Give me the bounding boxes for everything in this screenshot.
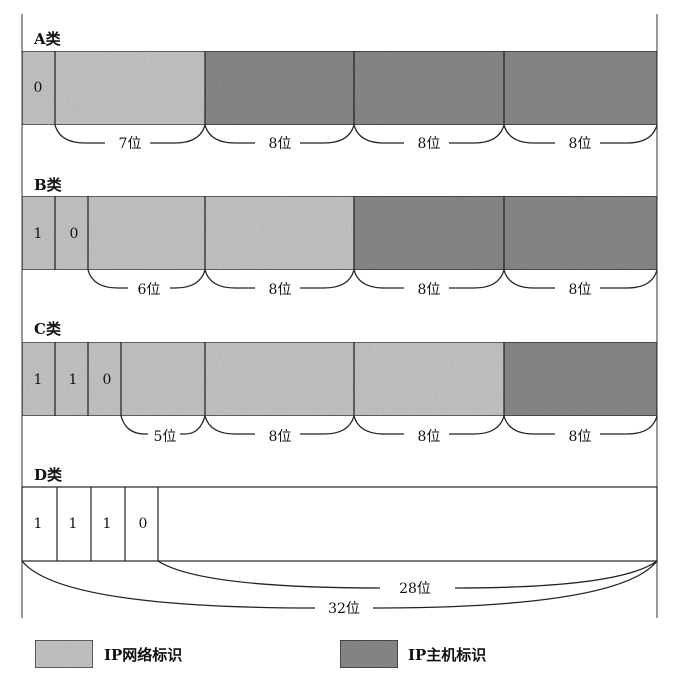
class-b-brace: [353, 269, 505, 289]
class-c-brace-label: 8位: [569, 429, 592, 445]
legend-host-label: IP主机标识: [408, 646, 486, 664]
class-a-network-block: [54, 50, 206, 126]
class-d-brace-32: [21, 560, 658, 609]
class-c-label: C类: [34, 320, 62, 338]
class-d-label: D类: [34, 466, 63, 484]
class-c-brace-label: 5位: [154, 429, 177, 445]
class-c-row: C类 1 1 0 5位 8位 8位 8位: [21, 320, 658, 445]
class-b-network-block: [204, 195, 355, 271]
class-b-label: B类: [34, 176, 63, 194]
class-a-brace-label: 7位: [119, 136, 142, 152]
class-c-host-block: [503, 341, 658, 417]
class-c-brace: [353, 415, 505, 435]
class-b-brace-label: 8位: [569, 282, 592, 298]
class-b-bit-cell: [54, 195, 89, 271]
class-d-brace-label-32: 32位: [328, 601, 360, 617]
class-c-brace-label: 8位: [418, 429, 441, 445]
class-a-host-block: [503, 50, 658, 126]
class-b-bit: 0: [70, 226, 79, 242]
class-c-bit-cell: [21, 341, 56, 417]
class-c-bit: 1: [34, 372, 43, 388]
class-c-network-block: [353, 341, 505, 417]
class-b-brace-label: 8位: [269, 282, 292, 298]
class-d-bit: 0: [139, 516, 148, 532]
class-c-bit-cell: [87, 341, 122, 417]
class-a-brace: [54, 124, 206, 144]
class-a-host-block: [204, 50, 355, 126]
class-c-brace-label: 8位: [269, 429, 292, 445]
class-b-brace: [204, 269, 355, 289]
class-b-brace: [503, 269, 658, 289]
class-a-host-block: [353, 50, 505, 126]
class-c-network-block: [204, 341, 355, 417]
class-d-row: D类 1 1 1 0 28位 32位: [21, 466, 658, 617]
class-b-brace: [87, 269, 206, 289]
class-a-brace-label: 8位: [418, 136, 441, 152]
class-c-network-block: [120, 341, 206, 417]
class-c-bit: 0: [103, 372, 112, 388]
class-d-bit: 1: [34, 516, 43, 532]
class-d-brace-label-28: 28位: [399, 581, 431, 597]
class-d-brace-28: [157, 560, 658, 589]
class-c-bit: 1: [69, 372, 78, 388]
class-d-block: [21, 486, 658, 562]
class-a-bit: 0: [34, 80, 43, 96]
legend-network-label: IP网络标识: [104, 646, 182, 664]
class-a-brace: [353, 124, 505, 144]
class-b-bit: 1: [34, 226, 43, 242]
legend-host-swatch: [339, 639, 399, 669]
class-a-brace-label: 8位: [269, 136, 292, 152]
class-c-brace: [503, 415, 658, 435]
class-a-label: A类: [33, 30, 62, 48]
class-b-network-block: [87, 195, 206, 271]
class-a-brace: [503, 124, 658, 144]
class-c-brace: [120, 415, 206, 435]
class-a-brace: [204, 124, 355, 144]
class-a-brace-label: 8位: [569, 136, 592, 152]
class-b-row: B类 1 0 6位 8位 8位 8位: [21, 176, 658, 298]
class-b-host-block: [353, 195, 505, 271]
class-b-host-block: [503, 195, 658, 271]
class-d-bit: 1: [103, 516, 112, 532]
class-b-brace-label: 6位: [138, 282, 161, 298]
class-a-row: A类 0 7位 8位 8位 8位: [21, 30, 658, 152]
legend: IP网络标识 IP主机标识: [34, 639, 486, 669]
class-b-bit-cell: [21, 195, 56, 271]
class-b-brace-label: 8位: [418, 282, 441, 298]
class-d-bit: 1: [69, 516, 78, 532]
legend-network-swatch: [34, 639, 94, 669]
class-c-brace: [204, 415, 355, 435]
